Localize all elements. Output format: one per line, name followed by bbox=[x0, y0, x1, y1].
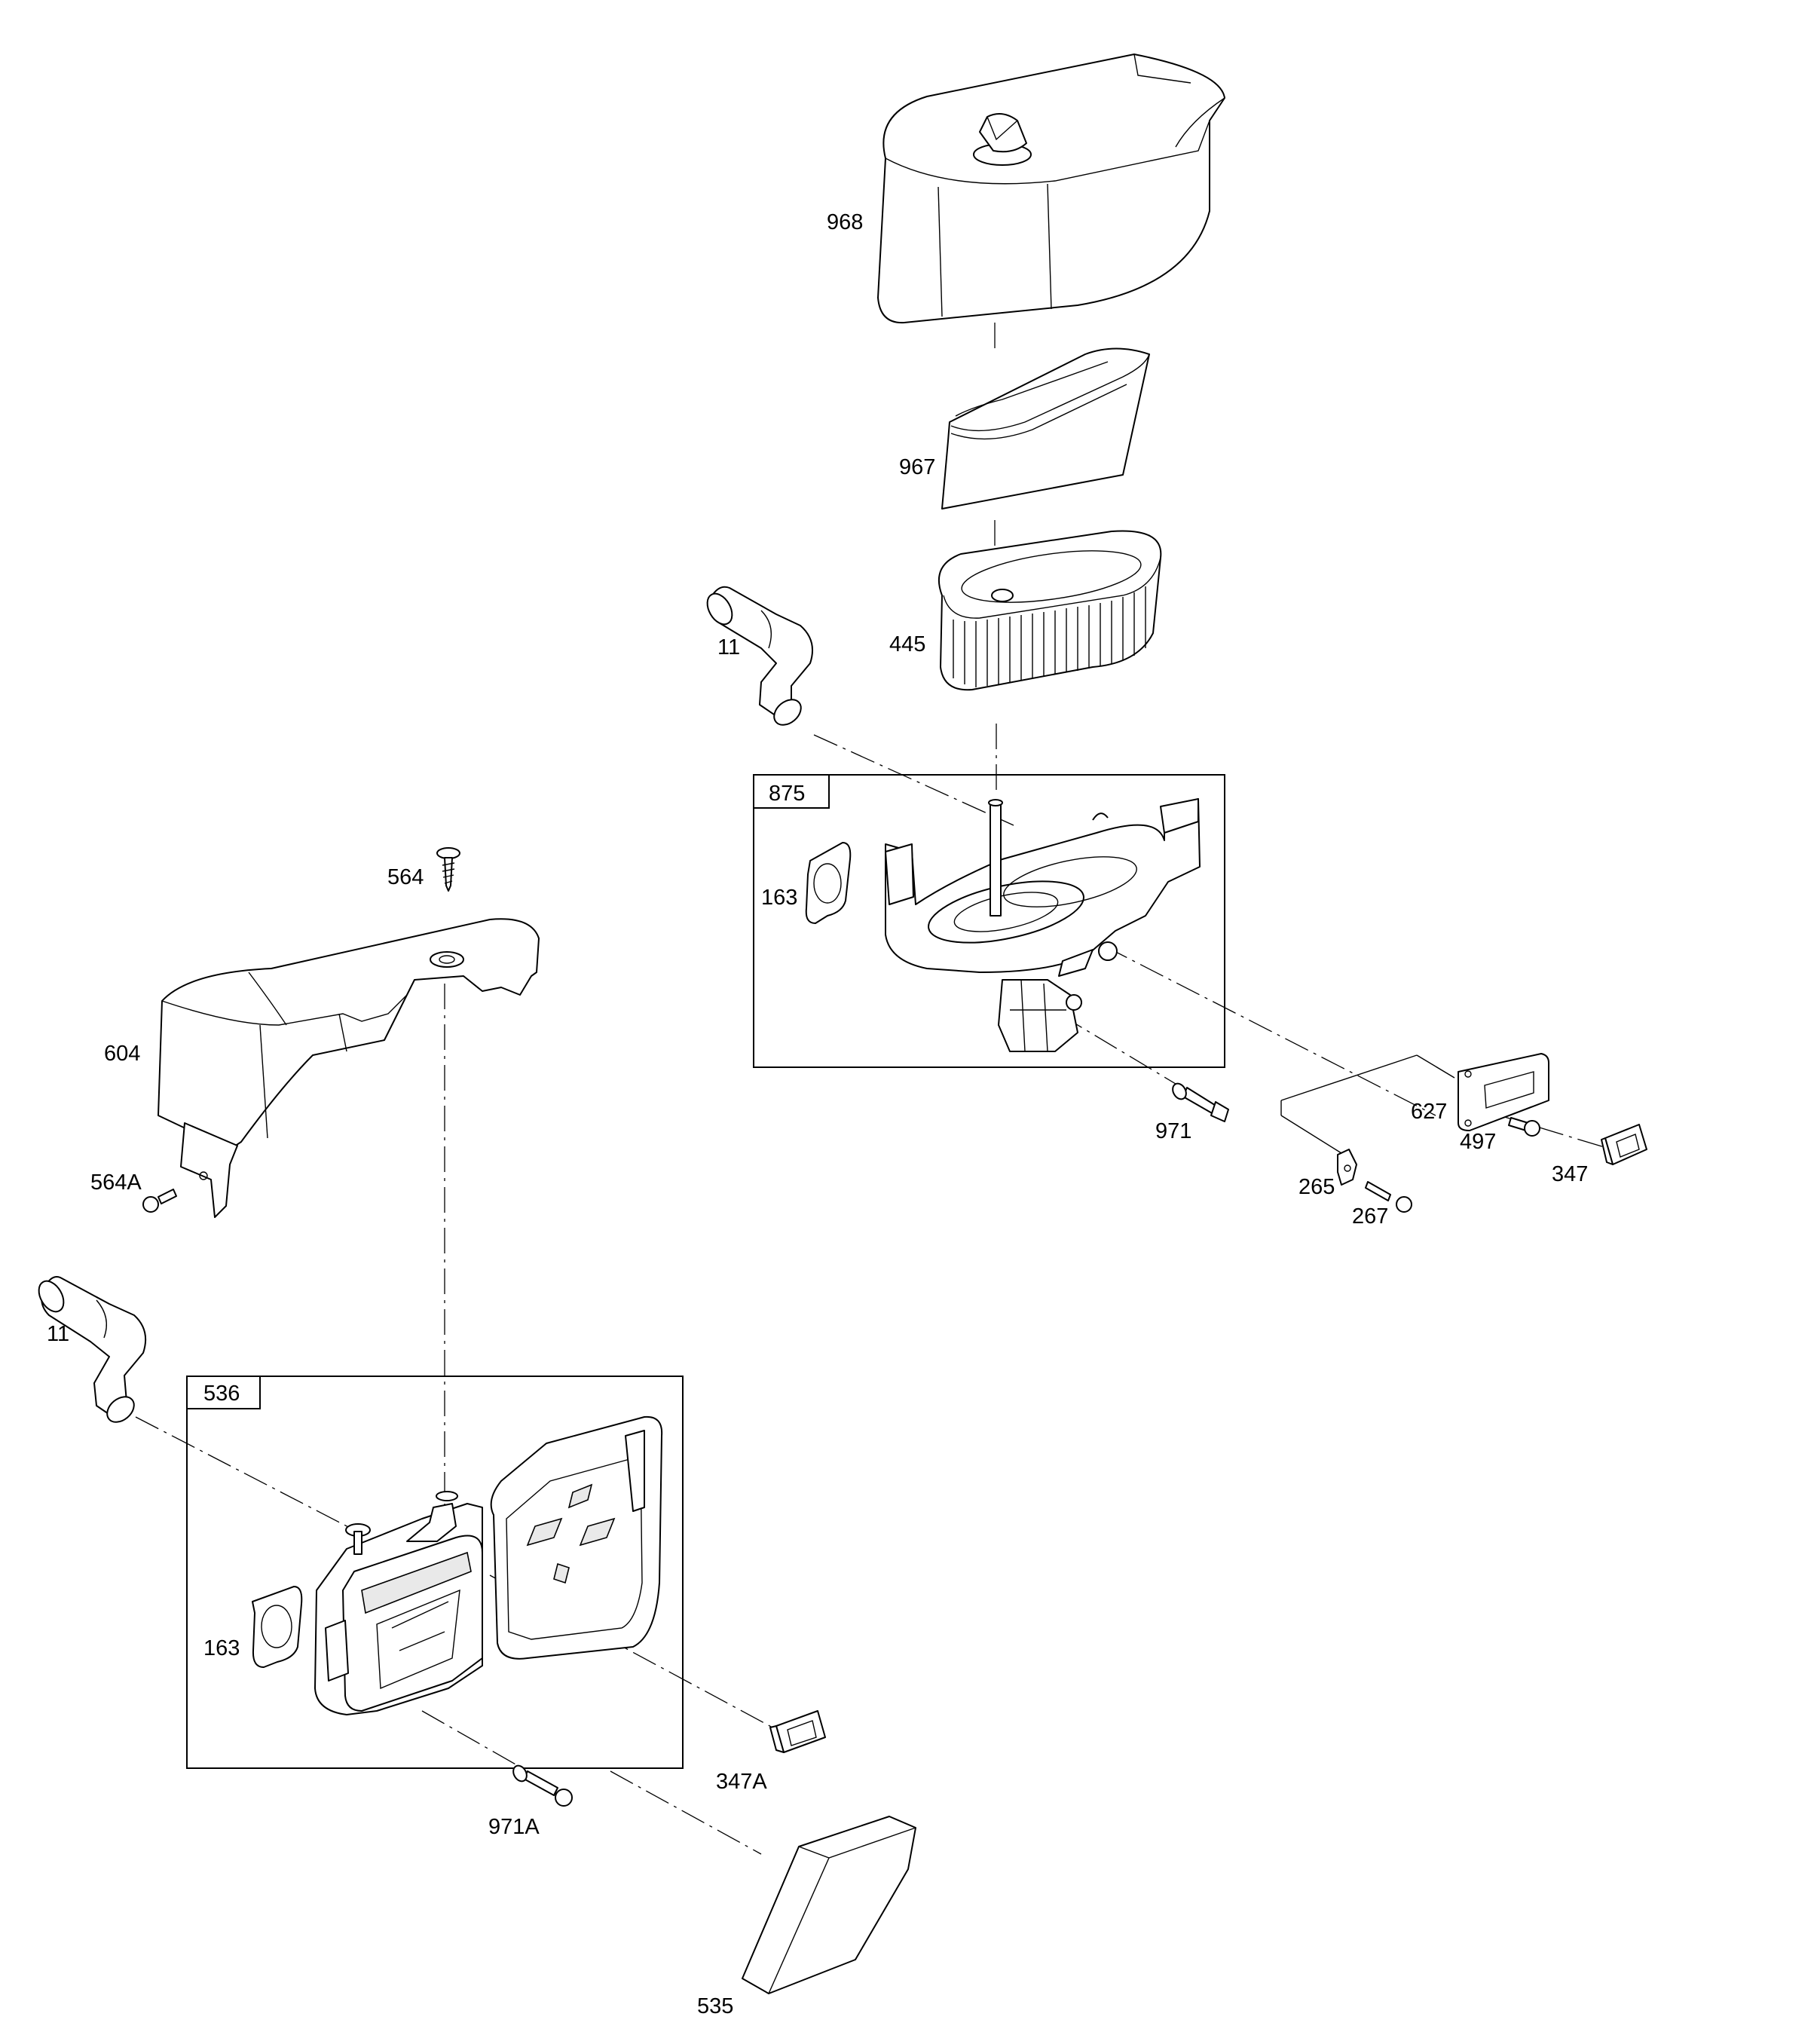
clip-265 bbox=[1337, 1149, 1357, 1186]
gasket-163-bottom bbox=[252, 1586, 303, 1668]
filter-pleats bbox=[953, 586, 1146, 687]
air-cleaner-base bbox=[885, 798, 1201, 1052]
callout-11-bottom: 11 bbox=[47, 1322, 69, 1346]
callout-564A: 564A bbox=[90, 1171, 142, 1195]
callout-163-bottom: 163 bbox=[203, 1636, 240, 1660]
box-tag-875 bbox=[753, 774, 830, 809]
gasket-163-top bbox=[805, 842, 852, 924]
screw-497 bbox=[1508, 1117, 1540, 1137]
screw-267 bbox=[1365, 1181, 1412, 1213]
assembly-box-536 bbox=[186, 1376, 684, 1769]
air-cleaner-cover-604 bbox=[158, 918, 540, 1218]
callout-163-top: 163 bbox=[761, 886, 797, 910]
switch-347A bbox=[769, 1710, 826, 1753]
assembly-box-875 bbox=[753, 774, 1225, 1068]
breather-tube-11-bottom bbox=[38, 1276, 146, 1423]
air-cleaner-cover-968 bbox=[877, 54, 1225, 324]
breather-tube-11-top bbox=[706, 586, 813, 726]
screw-971A bbox=[512, 1764, 573, 1807]
callout-627: 627 bbox=[1411, 1100, 1447, 1124]
callout-445: 445 bbox=[889, 632, 925, 656]
callout-267: 267 bbox=[1352, 1204, 1388, 1229]
callout-564: 564 bbox=[387, 865, 424, 889]
callout-labels: 968 967 445 11 875 163 564 604 564A 971 … bbox=[47, 210, 1588, 2018]
air-cleaner-door bbox=[490, 1415, 663, 1660]
pre-cleaner-967 bbox=[941, 347, 1150, 510]
callout-971A: 971A bbox=[488, 1815, 540, 1839]
box-tag-536 bbox=[186, 1376, 261, 1409]
plate-627 bbox=[1458, 1053, 1549, 1131]
callout-347: 347 bbox=[1552, 1162, 1588, 1186]
callout-604: 604 bbox=[104, 1042, 140, 1066]
foam-pre-cleaner-535 bbox=[742, 1816, 916, 1994]
callout-967: 967 bbox=[899, 455, 935, 479]
callout-535: 535 bbox=[697, 1994, 733, 2018]
callout-971: 971 bbox=[1155, 1119, 1191, 1143]
callout-497: 497 bbox=[1460, 1130, 1496, 1154]
switch-347 bbox=[1601, 1124, 1647, 1165]
air-filter-445 bbox=[938, 530, 1162, 691]
callout-875: 875 bbox=[769, 782, 805, 806]
screw-564A bbox=[142, 1189, 177, 1213]
callout-536: 536 bbox=[203, 1382, 240, 1406]
callout-347A: 347A bbox=[716, 1770, 767, 1794]
screw-564 bbox=[436, 847, 460, 892]
callout-11-top: 11 bbox=[717, 635, 740, 659]
callout-968: 968 bbox=[827, 210, 863, 234]
air-cleaner-base-alt bbox=[314, 1491, 483, 1715]
callout-265: 265 bbox=[1298, 1175, 1335, 1199]
screw-971 bbox=[1172, 1082, 1229, 1122]
